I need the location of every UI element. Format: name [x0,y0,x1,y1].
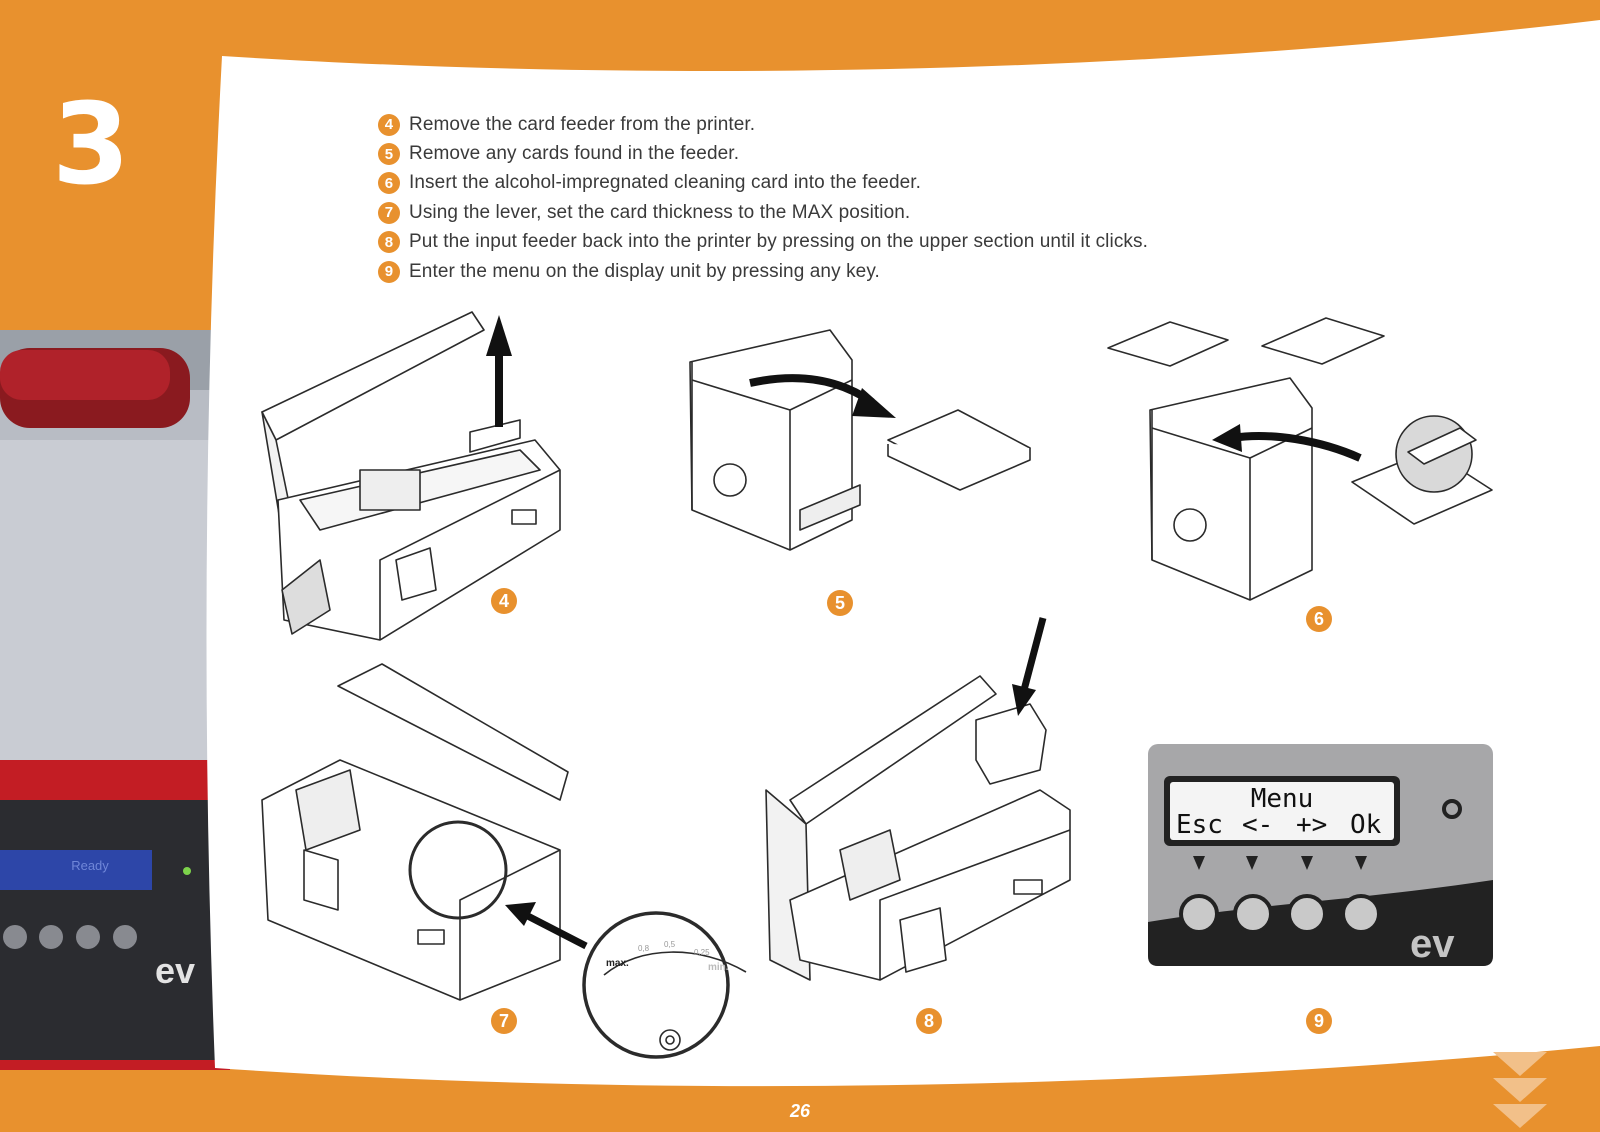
lcd-key-ok: Ok [1350,810,1382,840]
step-text: Enter the menu on the display unit by pr… [409,260,880,282]
figure-label-4: 4 [491,588,517,614]
arrow-up-icon [486,315,512,427]
step-text: Put the input feeder back into the print… [409,231,1149,253]
sidebar-brand: ev [155,950,196,991]
lever-mark-2: 0,5 [664,940,676,949]
step-text: Insert the alcohol-impregnated cleaning … [409,172,922,194]
step-8: 8 Put the input feeder back into the prin… [378,228,1278,257]
step-text: Remove any cards found in the feeder. [409,143,740,165]
figure-6-feeder-illustration [1107,317,1493,601]
figure-8-printer-illustration [765,675,1071,981]
arrow-diagonal-icon [505,902,588,950]
lever-min-label: min. [708,962,729,973]
step-number: 4 [378,113,400,136]
sidebar-photo [0,330,230,1070]
lcd-key-right: +> [1296,810,1328,840]
key-indicator-icons [1193,856,1367,870]
step-6: 6 Insert the alcohol-impregnated cleaning… [378,169,1278,198]
step-number: 5 [378,143,400,166]
figure-label-8: 8 [916,1008,942,1034]
step-number: 9 [378,260,400,283]
lever-max-label: max. [606,958,629,969]
chapter-number: 3 [52,80,130,210]
figure-7-printer-illustration [261,663,747,1059]
step-text: Using the lever, set the card thickness … [409,201,911,223]
instruction-list: 4 Remove the card feeder from the printer… [378,110,1278,286]
sidebar-lcd [0,850,152,890]
step-number: 7 [378,201,400,224]
step-5: 5 Remove any cards found in the feeder. [378,139,1278,168]
ok-key [1341,894,1381,934]
panel-brand: ev [1410,922,1455,966]
figure-5-feeder-illustration [689,329,1031,551]
display-panel [1148,744,1493,966]
lcd-key-esc: Esc [1176,810,1223,840]
figure-label-9: 9 [1306,1008,1332,1034]
lcd-title: Menu [1250,784,1314,814]
step-number: 8 [378,231,400,254]
arrow-down-icon [1012,617,1047,716]
esc-key [1179,894,1219,934]
next-page-arrows [1493,1052,1547,1128]
step-text: Remove the card feeder from the printer. [409,113,756,135]
lcd-key-left: <- [1242,810,1274,840]
figure-label-5: 5 [827,590,853,616]
step-4: 4 Remove the card feeder from the printer… [378,110,1278,139]
left-key [1233,894,1273,934]
sidebar-lcd-text: Ready [71,858,109,873]
lever-mark-1: 0,8 [638,944,650,953]
arrow-right-icon [749,374,896,418]
step-number: 6 [378,172,400,195]
right-key [1287,894,1327,934]
lever-mark-3: 0,25 [694,948,710,957]
step-9: 9 Enter the menu on the display unit by p… [378,257,1278,286]
arrow-left-icon [1212,424,1362,462]
page-number: 26 [789,1101,811,1121]
step-7: 7 Using the lever, set the card thickness… [378,198,1278,227]
figure-4-printer-illustration [261,311,561,641]
figure-label-7: 7 [491,1008,517,1034]
figure-label-6: 6 [1306,606,1332,632]
